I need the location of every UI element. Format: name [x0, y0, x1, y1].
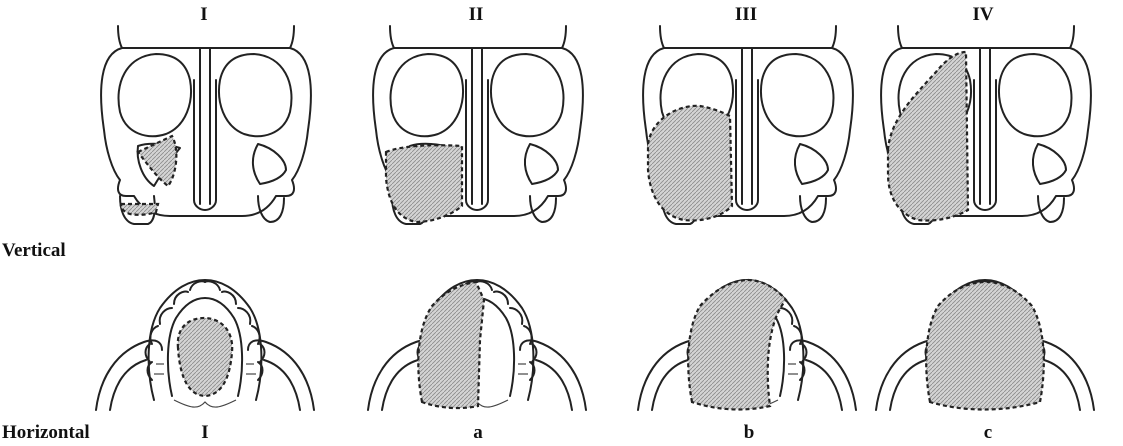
vertical-class-3-diagram: [643, 26, 853, 224]
horizontal-class-b-diagram: [638, 280, 856, 410]
vertical-class-4-diagram: [881, 26, 1091, 224]
horizontal-class-a-diagram: [368, 280, 586, 410]
vertical-class-1-diagram: [101, 26, 311, 224]
horizontal-class-c-diagram: [876, 280, 1094, 410]
horizontal-class-1-diagram: [96, 280, 314, 410]
vertical-class-2-diagram: [373, 26, 583, 224]
